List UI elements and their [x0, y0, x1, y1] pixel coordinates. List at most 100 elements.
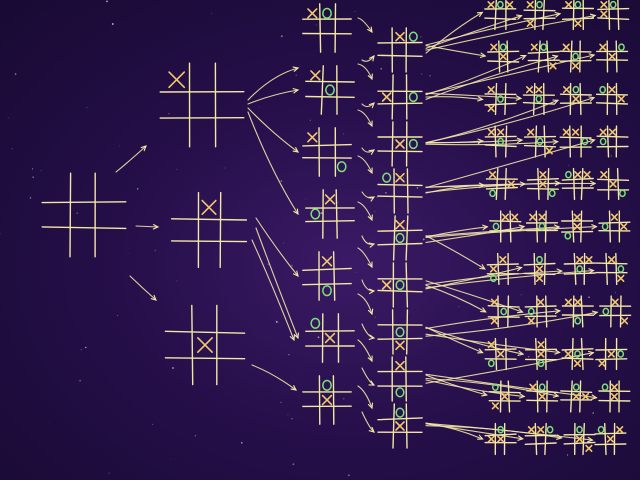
star [194, 434, 197, 437]
grid-line-horizontal [305, 219, 355, 223]
x-mark [487, 86, 495, 94]
x-mark [610, 392, 618, 401]
arrow-head [293, 208, 299, 216]
board-depth-4 [597, 167, 630, 201]
board-depth-4 [484, 0, 517, 31]
star [154, 249, 156, 252]
board-depth-4 [596, 125, 629, 158]
o-mark [574, 0, 582, 9]
x-mark [585, 444, 593, 452]
tree-arrow [425, 379, 525, 398]
x-mark [608, 128, 617, 136]
grid-line-horizontal [487, 305, 520, 308]
x-mark [201, 199, 217, 215]
grid-line-vertical [505, 125, 508, 158]
grid-line-horizontal [377, 337, 423, 340]
arrow-head [552, 99, 560, 105]
grid-line-horizontal [523, 272, 556, 276]
star [291, 417, 293, 420]
x-mark [487, 1, 495, 9]
grid-line-vertical [533, 252, 536, 286]
arrow-head [588, 53, 596, 59]
board-depth-1 [159, 62, 245, 148]
grid-line-horizontal [526, 177, 559, 181]
board-depth-4 [563, 422, 596, 456]
grid-line-vertical [536, 380, 539, 413]
grid-line-vertical [534, 422, 538, 456]
board-depth-3 [377, 121, 423, 167]
star [176, 168, 178, 170]
tree-arrow [247, 107, 299, 153]
arrow-head [591, 310, 599, 316]
grid-line-horizontal [597, 17, 630, 20]
o-mark [538, 222, 546, 231]
grid-line-horizontal [484, 93, 517, 96]
grid-line-horizontal [524, 305, 557, 308]
o-mark [408, 138, 418, 150]
x-mark [537, 341, 545, 349]
o-mark [489, 189, 496, 198]
arrow-head [477, 434, 484, 440]
tree-arrow [357, 201, 373, 221]
x-mark [609, 180, 617, 188]
o-mark [536, 137, 544, 146]
star [396, 47, 397, 49]
arrow-head [367, 308, 374, 316]
o-mark [617, 350, 625, 358]
grid-line-horizontal [524, 442, 557, 445]
tree-arrow [425, 13, 561, 46]
o-mark [536, 0, 543, 9]
grid-line-vertical [535, 337, 538, 371]
x-mark [529, 213, 537, 221]
grid-line-vertical [545, 295, 548, 328]
o-mark [574, 317, 582, 325]
arrow-head [518, 393, 526, 399]
tree-arrow [247, 111, 299, 215]
x-mark [490, 43, 498, 51]
grid-line-horizontal [523, 17, 556, 20]
grid-line-horizontal [302, 267, 352, 271]
x-mark [573, 213, 581, 221]
grid-line-vertical [219, 191, 222, 269]
grid-line-vertical [579, 82, 582, 116]
grid-line-vertical [544, 210, 547, 243]
arrow-head [518, 224, 526, 231]
grid-line-vertical [582, 422, 585, 456]
grid-line-vertical [405, 356, 407, 402]
grid-line-horizontal [560, 390, 593, 393]
grid-line-horizontal [561, 348, 594, 351]
grid-line-vertical [537, 40, 541, 73]
x-mark [575, 435, 584, 443]
arrow-head [477, 138, 484, 144]
grid-line-vertical [543, 252, 546, 286]
x-mark [608, 86, 616, 94]
grid-line-vertical [494, 125, 497, 158]
grid-line-vertical [534, 125, 538, 158]
arrow-head [293, 332, 299, 340]
board-depth-4 [484, 422, 517, 456]
star [80, 348, 83, 351]
tree-arrow [361, 102, 375, 108]
x-mark [537, 350, 545, 358]
star [0, 233, 1, 235]
star [305, 198, 307, 200]
x-mark [530, 43, 538, 51]
board-depth-3 [377, 309, 423, 355]
tree-arrow [425, 326, 524, 355]
board-depth-1 [164, 304, 246, 386]
star [280, 35, 283, 38]
board-depth-4 [559, 40, 592, 73]
grid-line-horizontal [377, 229, 423, 232]
arrow-head [367, 167, 373, 175]
arrow-head [150, 294, 157, 301]
grid-line-vertical [335, 189, 338, 239]
board-depth-2 [305, 189, 355, 239]
o-mark [535, 95, 543, 103]
star [530, 85, 532, 87]
grid-line-horizontal [487, 50, 520, 53]
arrow-head [292, 147, 300, 153]
star [85, 346, 87, 349]
star [567, 454, 569, 456]
board-depth-4 [526, 167, 559, 201]
grid-line-vertical [532, 82, 536, 116]
